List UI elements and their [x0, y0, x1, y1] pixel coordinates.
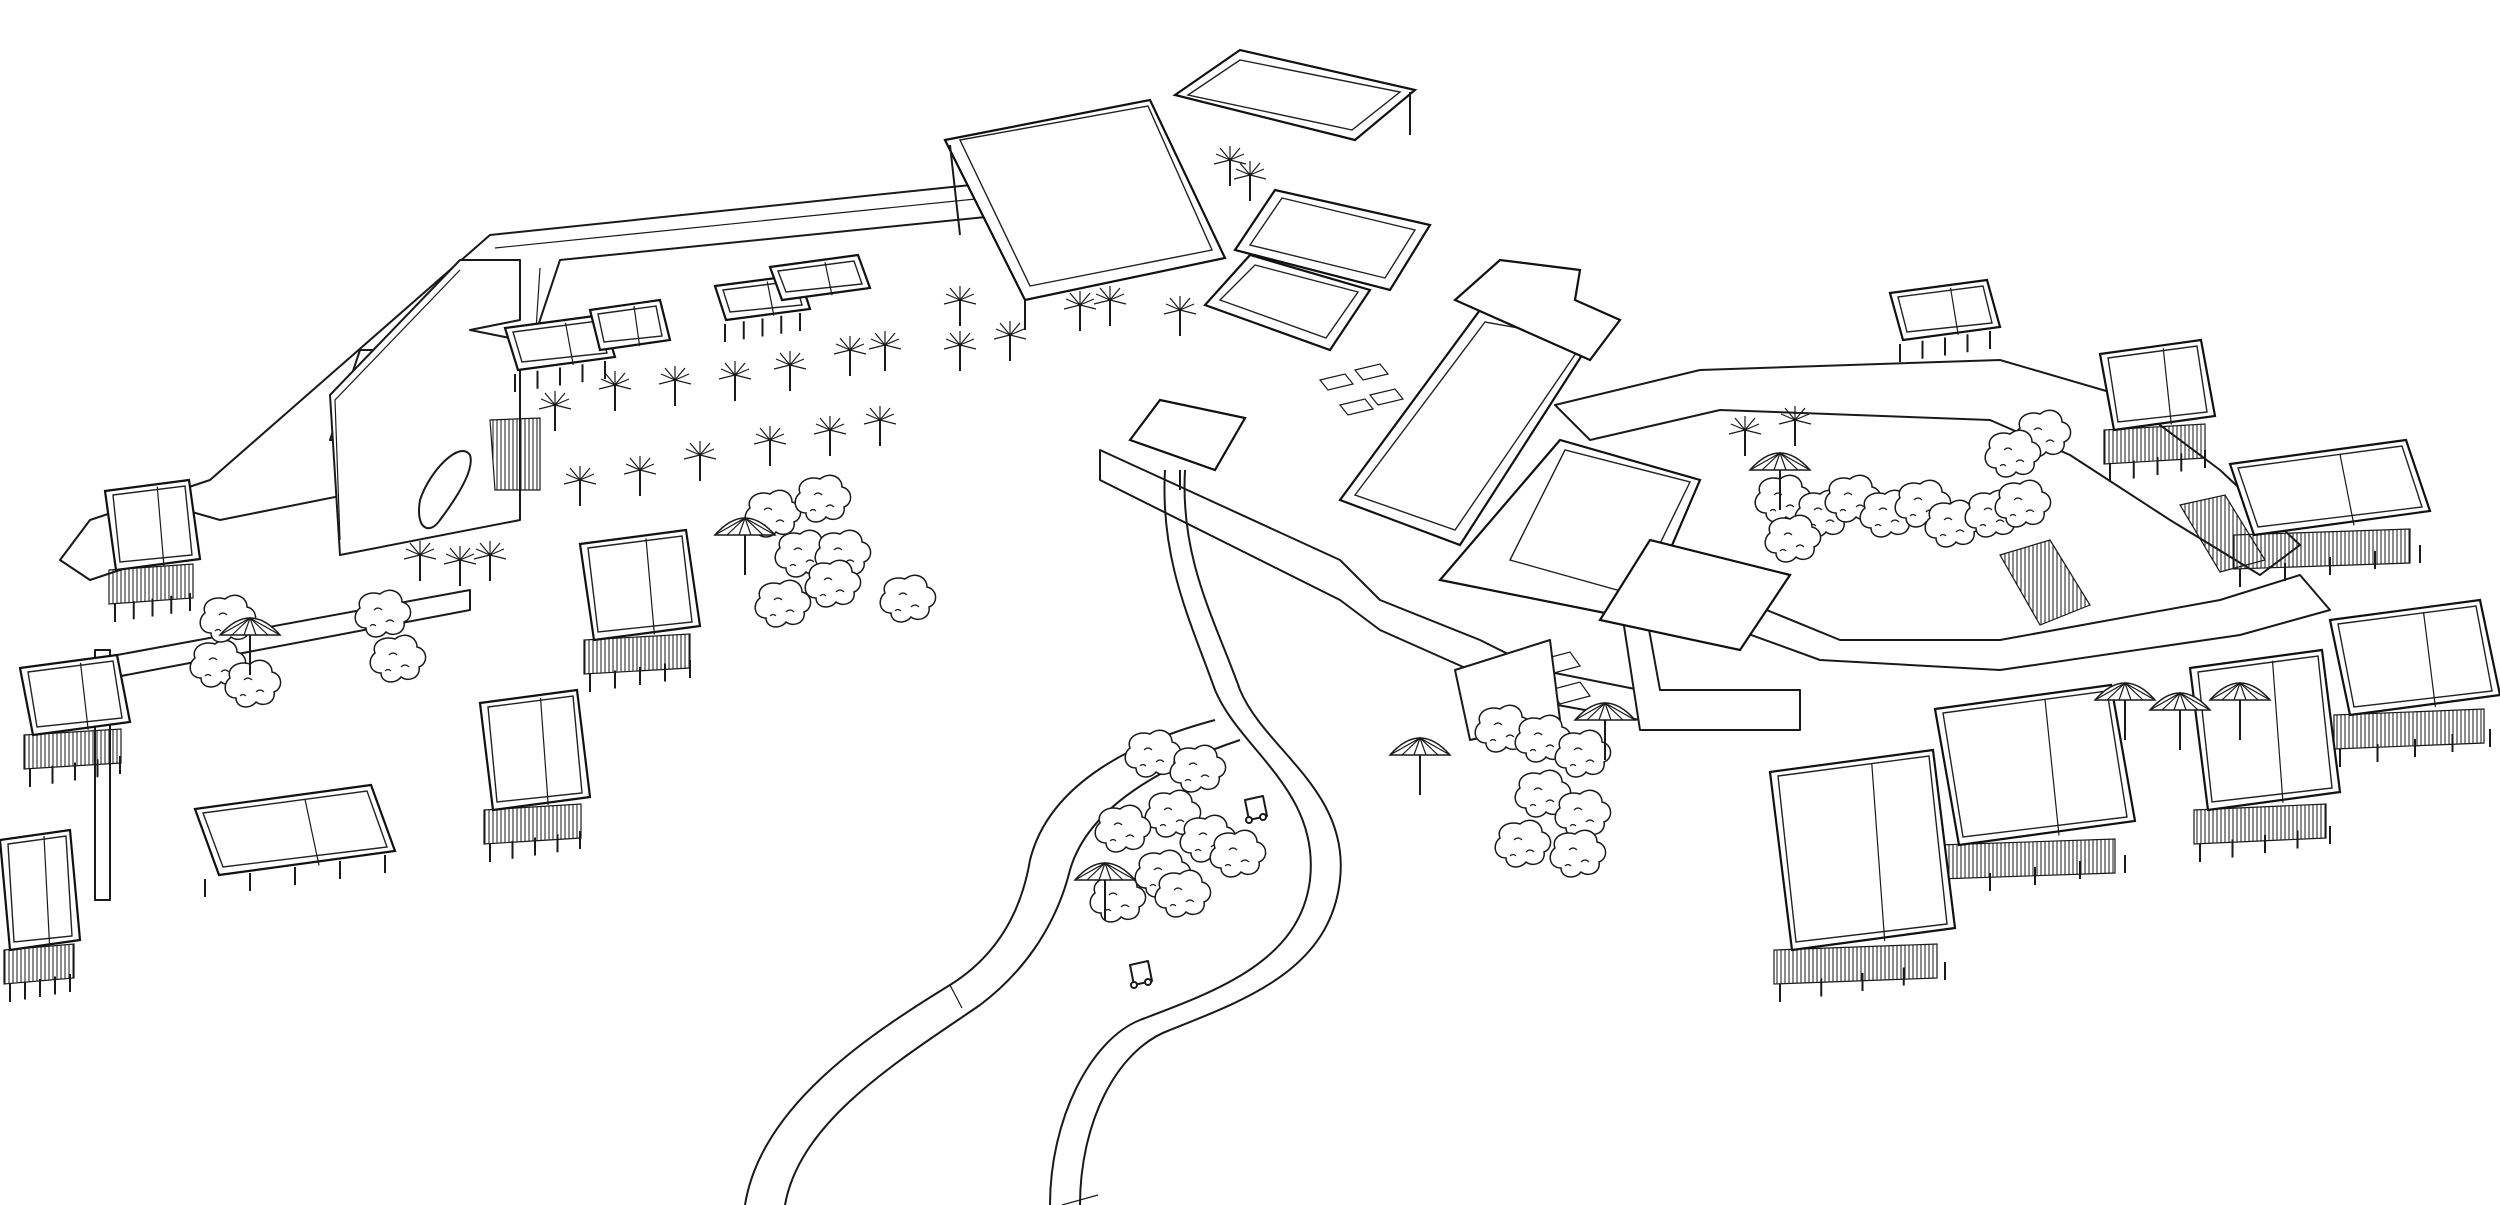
- palm-tree-icon: [718, 360, 752, 402]
- tree-icon: [754, 579, 812, 628]
- palm-tree-icon: [833, 335, 867, 377]
- palm-tree-icon: [1063, 290, 1097, 332]
- pavilion-building-icon: [0, 828, 82, 1002]
- tree-icon: [794, 474, 852, 523]
- palm-tree-icon: [943, 285, 977, 327]
- palm-tree-icon: [658, 365, 692, 407]
- palm-tree-icon: [813, 415, 847, 457]
- palm-tree-icon: [473, 540, 507, 582]
- tree-icon: [1094, 804, 1152, 853]
- cart-icon: [1129, 960, 1153, 989]
- palm-tree-icon: [598, 370, 632, 412]
- cart-icon: [1244, 795, 1268, 824]
- tree-icon: [1554, 729, 1612, 778]
- palm-tree-icon: [538, 390, 572, 432]
- winding-path: [744, 469, 1342, 1205]
- tree-icon: [224, 659, 282, 708]
- pavilion-building-icon: [1888, 278, 2002, 362]
- pavilion-building-icon: [588, 298, 672, 352]
- pavilion-building-icon: [18, 653, 132, 787]
- pavilion-building-icon: [2228, 438, 2432, 587]
- palm-tree-icon: [403, 540, 437, 582]
- umbrella-tree-icon: [714, 517, 776, 576]
- palm-tree-icon: [683, 440, 717, 482]
- palm-tree-icon: [1233, 160, 1267, 202]
- palm-tree-icon: [563, 465, 597, 507]
- pavilion-building-icon: [2328, 598, 2500, 767]
- tree-icon: [1154, 869, 1212, 918]
- palm-tree-icon: [993, 320, 1027, 362]
- main-lodge: [943, 48, 1792, 741]
- palm-tree-icon: [443, 545, 477, 587]
- umbrella-tree-icon: [1389, 737, 1451, 796]
- palm-tree-icon: [1093, 285, 1127, 327]
- palm-tree-icon: [773, 350, 807, 392]
- pavilion-building-icon: [193, 783, 397, 897]
- pavilion-building-icon: [578, 528, 702, 692]
- tree-icon: [879, 574, 937, 623]
- tree-icon: [1169, 744, 1227, 793]
- tree-icon: [369, 634, 427, 683]
- tree-icon: [1494, 819, 1552, 868]
- palm-tree-icon: [868, 330, 902, 372]
- pavilion-building-icon: [2098, 338, 2217, 482]
- tree-icon: [1549, 829, 1607, 878]
- pavilion-building-icon: [478, 688, 592, 862]
- villa-clusters: [0, 253, 2500, 1002]
- pavilion-building-icon: [1768, 748, 1957, 1002]
- palm-tree-icon: [1728, 415, 1762, 457]
- pavilion-building-icon: [2188, 648, 2342, 862]
- palm-tree-icon: [863, 405, 897, 447]
- pavilion-building-icon: [103, 478, 202, 622]
- palm-tree-icon: [753, 425, 787, 467]
- palm-tree-icon: [1163, 295, 1197, 337]
- palm-tree-icon: [1213, 145, 1247, 187]
- palm-tree-icon: [943, 330, 977, 372]
- pond: [418, 450, 472, 530]
- tree-icon: [1209, 829, 1267, 878]
- pavilion-building-icon: [768, 253, 872, 302]
- palm-tree-icon: [623, 455, 657, 497]
- pavilion-building-icon: [503, 313, 617, 392]
- pavilion-building-icon: [1933, 683, 2137, 897]
